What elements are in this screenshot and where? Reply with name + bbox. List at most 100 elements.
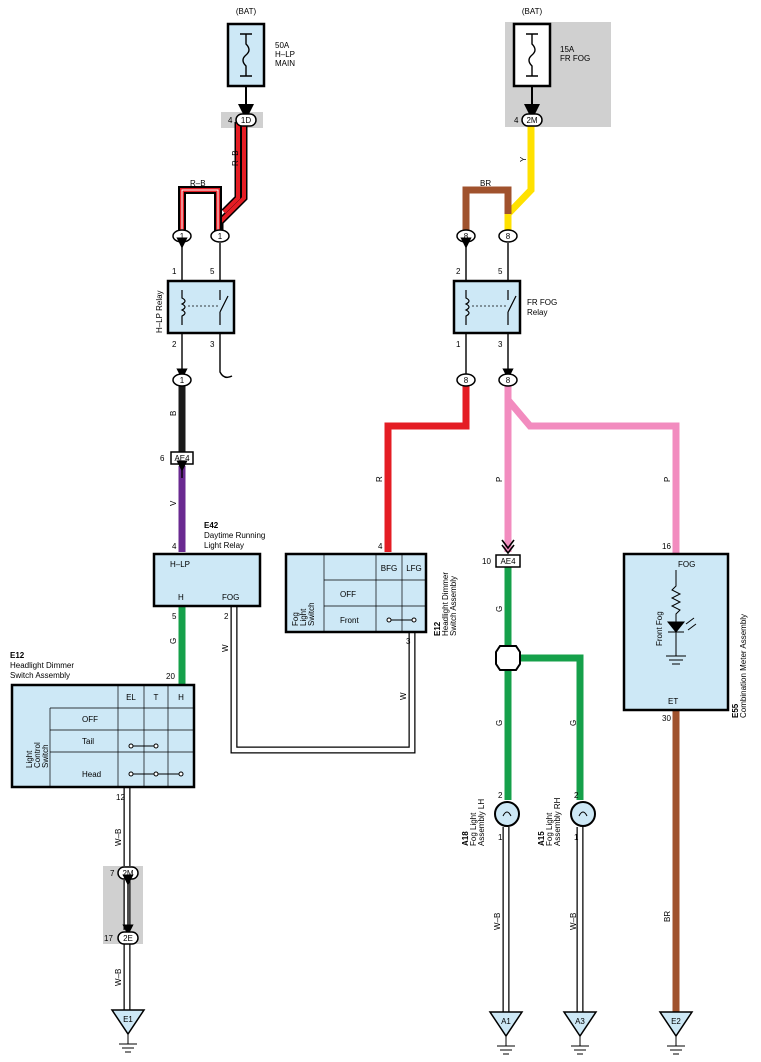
svg-text:T: T xyxy=(154,693,159,702)
svg-text:BR: BR xyxy=(663,911,672,922)
svg-text:1: 1 xyxy=(180,376,185,385)
svg-text:4: 4 xyxy=(172,542,177,551)
connector-2m-2e: 7 2M 17 2E xyxy=(104,866,139,945)
wire-brown-top xyxy=(462,186,512,236)
drl-relay-e42: E42 Daytime Running Light Relay 4 H–LP H… xyxy=(152,521,265,621)
svg-text:G: G xyxy=(569,720,578,726)
svg-text:2: 2 xyxy=(172,340,177,349)
svg-text:8: 8 xyxy=(464,376,469,385)
fog-light-rh: 2 1 A15 Fog Light Assembly RH xyxy=(537,791,596,846)
svg-text:3: 3 xyxy=(210,340,215,349)
svg-text:1: 1 xyxy=(218,232,223,241)
svg-text:A15: A15 xyxy=(537,831,546,846)
svg-text:EL: EL xyxy=(126,693,136,702)
svg-text:Fog Light: Fog Light xyxy=(469,812,478,846)
svg-text:2E: 2E xyxy=(123,934,133,943)
svg-text:7: 7 xyxy=(110,869,115,878)
wire-green-fog xyxy=(504,566,584,800)
svg-text:W–B: W–B xyxy=(493,913,502,930)
dimmer-switch-light-control: E12 Headlight Dimmer Switch Assembly 20 … xyxy=(10,651,196,802)
fuse-main-name2: MAIN xyxy=(275,59,295,68)
svg-text:OFF: OFF xyxy=(340,590,356,599)
svg-text:A1: A1 xyxy=(501,1017,511,1026)
fog-relay-name2: Relay xyxy=(527,308,547,317)
svg-text:W–B: W–B xyxy=(569,913,578,930)
wire-red xyxy=(384,383,470,552)
svg-text:5: 5 xyxy=(498,267,503,276)
svg-text:Combination Meter Assembly: Combination Meter Assembly xyxy=(739,614,748,718)
svg-text:Front: Front xyxy=(340,616,359,625)
svg-text:H: H xyxy=(178,693,184,702)
svg-text:1: 1 xyxy=(180,232,185,241)
fuse-main-source: (BAT) xyxy=(236,7,257,16)
fuse-fog-name: FR FOG xyxy=(560,54,590,63)
svg-text:Headlight Dimmer: Headlight Dimmer xyxy=(441,572,450,636)
svg-text:H: H xyxy=(178,593,184,602)
svg-text:4: 4 xyxy=(378,542,383,551)
svg-text:10: 10 xyxy=(482,557,491,566)
svg-text:BR: BR xyxy=(480,179,491,188)
svg-text:R: R xyxy=(375,476,384,482)
svg-text:FOG: FOG xyxy=(222,593,239,602)
hlp-relay: 1 1 1 5 H–LP Relay 2 3 1 xyxy=(155,229,236,387)
splice-node xyxy=(495,645,521,671)
svg-text:W–B: W–B xyxy=(114,829,123,846)
svg-text:8: 8 xyxy=(464,232,469,241)
fuse-hlp-main: (BAT) 50A H–LP MAIN 4 1D xyxy=(226,7,295,127)
svg-text:FOG: FOG xyxy=(678,560,695,569)
svg-text:17: 17 xyxy=(104,934,113,943)
dimmer-switch-fog: 4 BFG LFG OFF Front Fog Light Switch 3 E… xyxy=(284,542,458,646)
svg-text:W: W xyxy=(221,644,230,652)
svg-text:Headlight Dimmer: Headlight Dimmer xyxy=(10,661,74,670)
fuse-fog-pin: 4 xyxy=(514,116,519,125)
svg-text:8: 8 xyxy=(506,232,511,241)
svg-text:AE4: AE4 xyxy=(174,454,190,463)
svg-text:P: P xyxy=(663,477,672,482)
svg-text:2: 2 xyxy=(224,612,229,621)
svg-text:Light: Light xyxy=(25,750,34,768)
svg-text:A3: A3 xyxy=(575,1017,585,1026)
svg-text:V: V xyxy=(169,500,178,506)
fuse-fog-source: (BAT) xyxy=(522,7,543,16)
svg-text:LFG: LFG xyxy=(406,564,422,573)
svg-text:Switch: Switch xyxy=(41,744,50,768)
svg-text:2: 2 xyxy=(498,791,503,800)
wire-white-loop xyxy=(230,606,416,754)
wire-rb xyxy=(178,122,248,236)
fuse-fog-connector: 2M xyxy=(526,116,537,125)
svg-text:Switch Assembly: Switch Assembly xyxy=(449,576,458,636)
drl-name1: Daytime Running xyxy=(204,531,265,540)
svg-text:6: 6 xyxy=(160,454,165,463)
svg-text:W: W xyxy=(399,692,408,700)
svg-text:B: B xyxy=(169,411,178,416)
svg-text:G: G xyxy=(495,606,504,612)
ground-a3: A3 xyxy=(562,1011,598,1055)
svg-text:Control: Control xyxy=(33,742,42,768)
svg-text:Assembly LH: Assembly LH xyxy=(477,799,486,846)
drl-name2: Light Relay xyxy=(204,541,244,550)
connector-ae4-right: 10 AE4 xyxy=(482,539,521,568)
svg-text:1: 1 xyxy=(172,267,177,276)
svg-text:E12: E12 xyxy=(433,621,442,636)
svg-text:AE4: AE4 xyxy=(500,557,516,566)
combination-meter: 16 FOG Front Fog ET 30 E55 Combination M… xyxy=(622,542,748,723)
svg-text:E2: E2 xyxy=(671,1017,681,1026)
fuse-fog-rating: 15A xyxy=(560,45,575,54)
svg-text:3: 3 xyxy=(406,637,411,646)
svg-text:8: 8 xyxy=(506,376,511,385)
svg-text:P: P xyxy=(495,477,504,482)
svg-text:OFF: OFF xyxy=(82,715,98,724)
svg-text:2: 2 xyxy=(574,791,579,800)
wire-yellow xyxy=(504,122,535,236)
svg-text:2: 2 xyxy=(456,267,461,276)
svg-text:E1: E1 xyxy=(123,1015,133,1024)
svg-text:G: G xyxy=(495,720,504,726)
svg-text:Switch Assembly: Switch Assembly xyxy=(10,671,70,680)
fog-light-lh: 2 1 A18 Fog Light Assembly LH xyxy=(461,791,520,846)
svg-text:A18: A18 xyxy=(461,831,470,846)
wire-labels: R–B R–B Y BR B V R P P G W W G G G W–B W… xyxy=(114,150,672,986)
svg-text:E12: E12 xyxy=(10,651,25,660)
svg-text:5: 5 xyxy=(172,612,177,621)
fuse-main-connector: 1D xyxy=(241,116,251,125)
